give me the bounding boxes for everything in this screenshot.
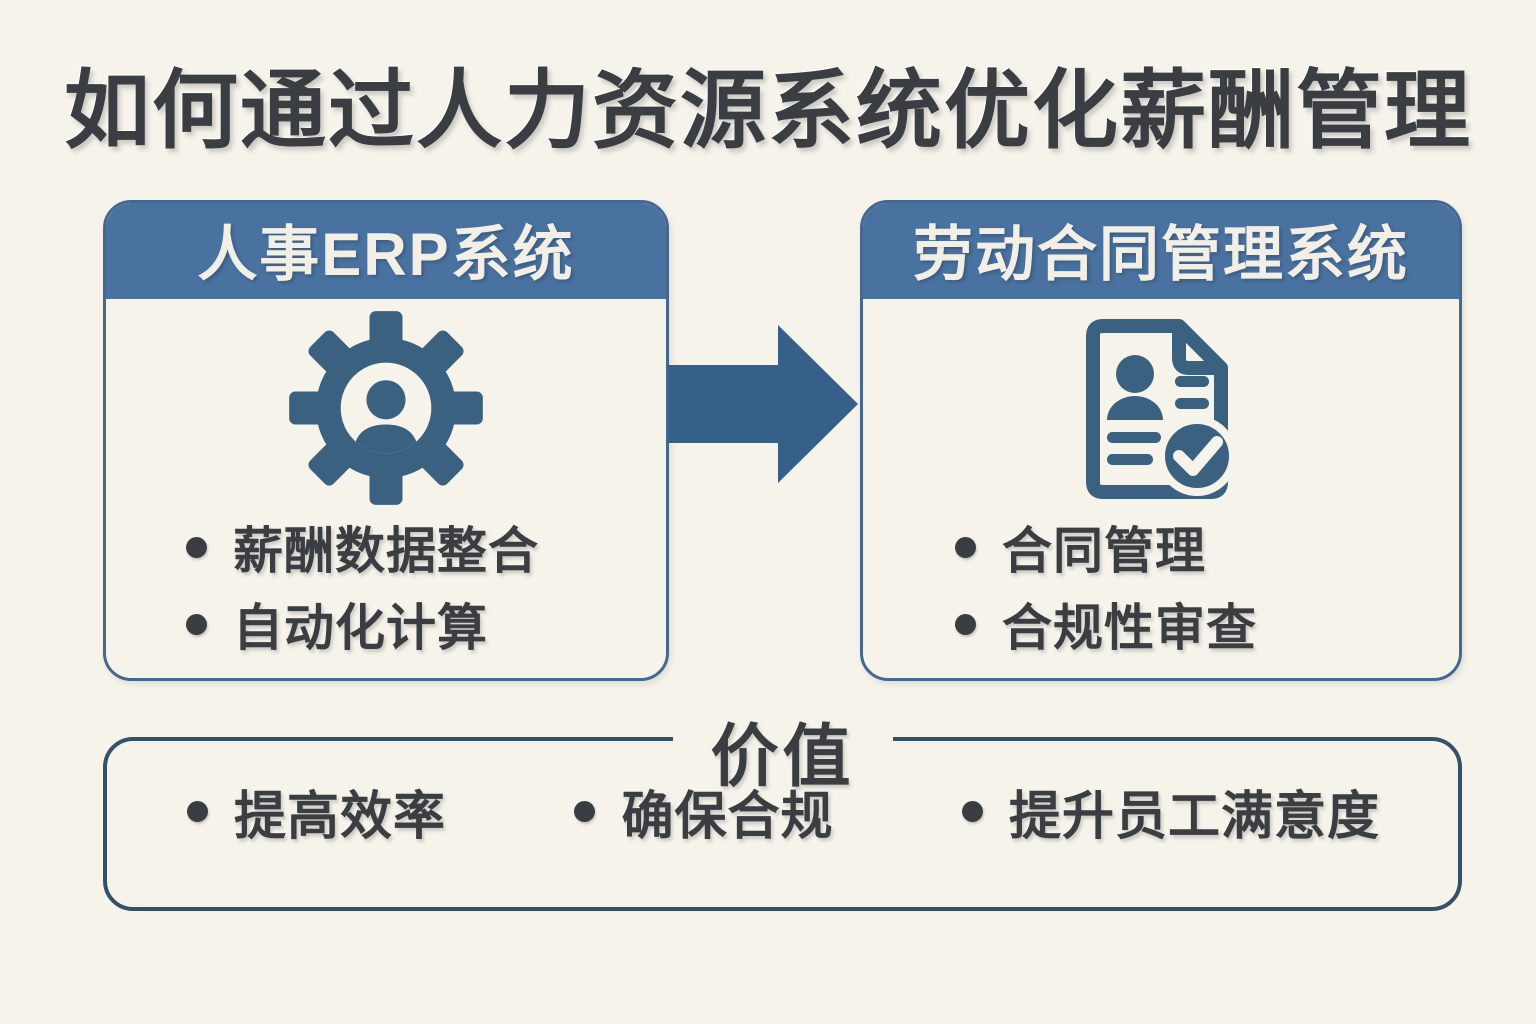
bullet-dot bbox=[955, 613, 976, 635]
gear-person-icon bbox=[106, 299, 666, 517]
erp-system-title: 人事ERP系统 bbox=[197, 221, 575, 288]
erp-system-card-header: 人事ERP系统 bbox=[106, 203, 666, 299]
contract-system-card-body: 合同管理 合规性审查 bbox=[863, 299, 1459, 678]
right-arrow-icon bbox=[668, 325, 858, 483]
contract-check-icon bbox=[863, 299, 1459, 517]
bullet-dot bbox=[187, 800, 208, 822]
erp-bullet-1: 薪酬数据整合 bbox=[233, 523, 539, 579]
value-bullet-2: 确保合规 bbox=[621, 787, 834, 846]
list-item: 提升员工满意度 bbox=[961, 781, 1380, 846]
erp-system-card-body: 薪酬数据整合 自动化计算 bbox=[106, 299, 666, 678]
contract-system-card-header: 劳动合同管理系统 bbox=[863, 203, 1459, 299]
bullet-dot bbox=[961, 800, 983, 822]
list-item: 自动化计算 bbox=[186, 594, 666, 656]
value-card: 价值 提高效率 确保合规 提升员工满意度 bbox=[103, 701, 1462, 911]
page-title: 如何通过人力资源系统优化薪酬管理 bbox=[64, 63, 1472, 159]
list-item: 合同管理 bbox=[955, 517, 1459, 579]
list-item: 薪酬数据整合 bbox=[186, 517, 666, 579]
bullet-dot bbox=[955, 536, 976, 558]
contract-system-card: 劳动合同管理系统 合同管理 bbox=[860, 200, 1462, 681]
value-bullet-list: 提高效率 确保合规 提升员工满意度 bbox=[107, 781, 1458, 846]
contract-system-title: 劳动合同管理系统 bbox=[913, 221, 1409, 288]
bullet-dot bbox=[574, 800, 596, 822]
value-bullet-1: 提高效率 bbox=[234, 787, 447, 846]
contract-bullet-list: 合同管理 合规性审查 bbox=[863, 517, 1459, 671]
contract-bullet-2: 合规性审查 bbox=[1002, 600, 1257, 656]
erp-system-card: 人事ERP系统 bbox=[103, 200, 669, 681]
list-item: 提高效率 bbox=[187, 781, 446, 846]
list-item: 确保合规 bbox=[574, 781, 833, 846]
erp-bullet-list: 薪酬数据整合 自动化计算 bbox=[106, 517, 666, 671]
bullet-dot bbox=[186, 536, 207, 558]
value-title: 价值 bbox=[672, 701, 893, 800]
bullet-dot bbox=[186, 613, 207, 635]
contract-bullet-1: 合同管理 bbox=[1002, 523, 1206, 579]
value-bullet-3: 提升员工满意度 bbox=[1008, 787, 1380, 846]
list-item: 合规性审查 bbox=[955, 594, 1459, 656]
erp-bullet-2: 自动化计算 bbox=[233, 600, 488, 656]
